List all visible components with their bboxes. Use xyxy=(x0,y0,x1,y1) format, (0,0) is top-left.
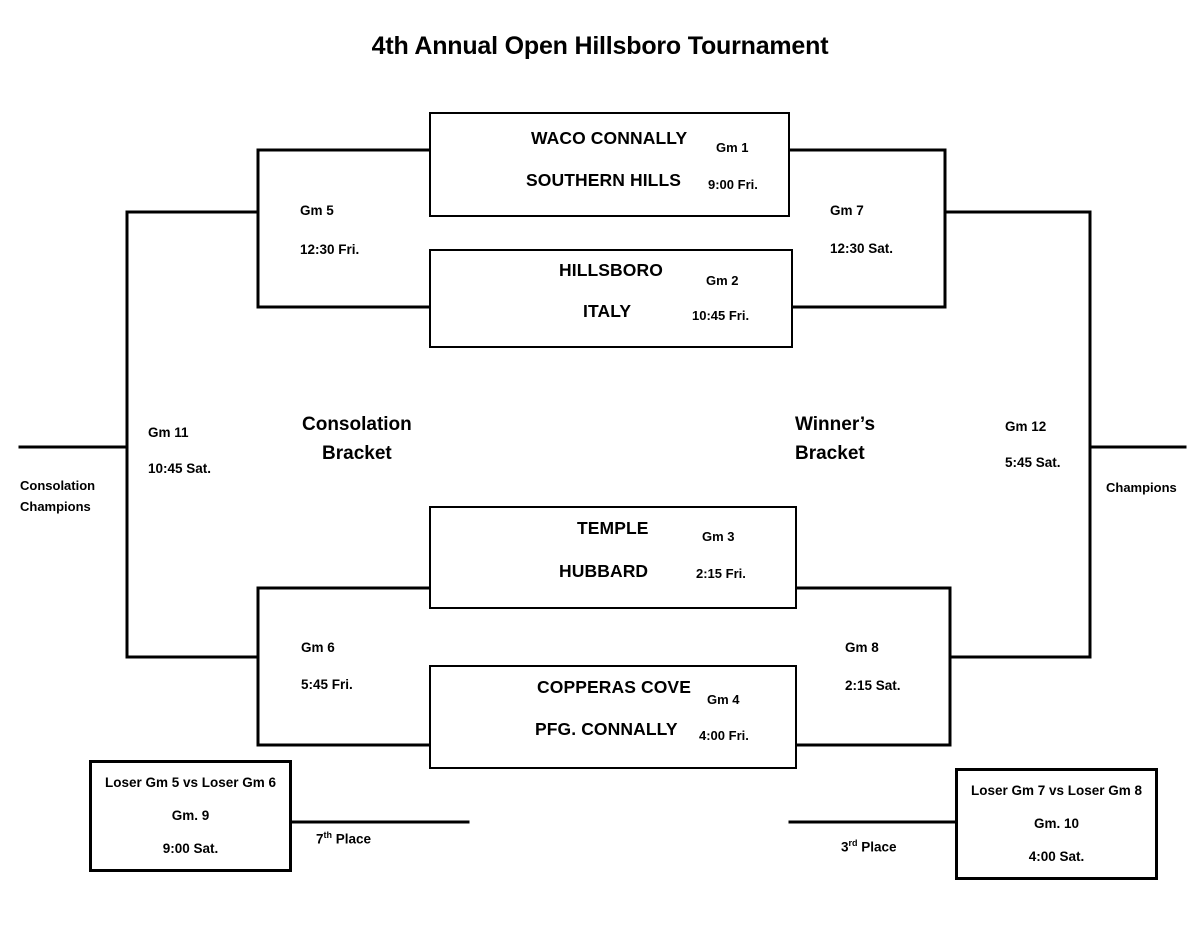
seventh-place-suffix: th xyxy=(323,830,333,840)
gm9-game-label: Gm. 9 xyxy=(171,808,210,823)
gm5-time: 12:30 Fri. xyxy=(300,242,360,257)
gm2-game-label: Gm 2 xyxy=(706,273,739,288)
gm1-time-label: 9:00 Fri. xyxy=(708,177,758,192)
winners-bracket-title-line2: Bracket xyxy=(795,443,865,465)
gm12-label: Gm 12 xyxy=(1005,419,1047,434)
gm3-game-label: Gm 3 xyxy=(702,529,735,544)
consolation-champions-line1: Consolation xyxy=(20,478,96,493)
gm6-time: 5:45 Fri. xyxy=(301,677,353,692)
seventh-place-word: Place xyxy=(335,831,372,847)
gm6-label: Gm 6 xyxy=(301,640,335,655)
game-box-gm10: Loser Gm 7 vs Loser Gm 8 Gm. 10 4:00 Sat… xyxy=(955,768,1158,880)
gm10-time-label: 4:00 Sat. xyxy=(1028,849,1085,864)
consolation-champions-label: Consolation Champions xyxy=(20,476,95,518)
seventh-place-label: 7th Place xyxy=(316,830,371,847)
gm4-game-label: Gm 4 xyxy=(707,692,740,707)
game-box-gm4: COPPERAS COVE PFG. CONNALLY Gm 4 4:00 Fr… xyxy=(429,665,797,769)
consolation-bracket-title-line1: Consolation xyxy=(302,414,412,435)
consolation-bracket-title-line2: Bracket xyxy=(322,443,392,465)
gm2-team-bottom: ITALY xyxy=(583,301,632,321)
game-box-gm9: Loser Gm 5 vs Loser Gm 6 Gm. 9 9:00 Sat. xyxy=(89,760,292,872)
third-place-label: 3rd Place xyxy=(841,838,897,855)
page-title: 4th Annual Open Hillsboro Tournament xyxy=(371,32,829,60)
consolation-champions-line2: Champions xyxy=(20,498,91,514)
consolation-bracket-title: Consolation Bracket xyxy=(302,410,412,469)
gm2-time-label: 10:45 Fri. xyxy=(692,308,750,323)
gm3-team-bottom: HUBBARD xyxy=(559,561,649,581)
gm9-matchup: Loser Gm 5 vs Loser Gm 6 xyxy=(104,775,277,790)
third-place-number: 3 xyxy=(841,839,849,855)
gm4-time-label: 4:00 Fri. xyxy=(699,728,749,743)
gm9-time-label: 9:00 Sat. xyxy=(162,841,219,856)
game-box-gm1: WACO CONNALLY SOUTHERN HILLS Gm 1 9:00 F… xyxy=(429,112,790,217)
gm2-team-top: HILLSBORO xyxy=(559,260,663,280)
gm5-label: Gm 5 xyxy=(300,203,334,218)
gm10-game-label: Gm. 10 xyxy=(1033,816,1080,831)
champions-label: Champions xyxy=(1106,480,1177,495)
third-place-suffix: rd xyxy=(848,838,858,848)
gm7-label: Gm 7 xyxy=(830,203,864,218)
gm1-team-top: WACO CONNALLY xyxy=(531,128,688,148)
game-box-gm3: TEMPLE HUBBARD Gm 3 2:15 Fri. xyxy=(429,506,797,609)
gm3-team-top: TEMPLE xyxy=(577,518,649,538)
gm4-team-bottom: PFG. CONNALLY xyxy=(535,719,678,739)
gm11-label: Gm 11 xyxy=(148,425,189,440)
gm11-time: 10:45 Sat. xyxy=(148,461,212,476)
gm4-team-top: COPPERAS COVE xyxy=(537,677,691,697)
third-place-word: Place xyxy=(861,839,897,855)
gm8-label: Gm 8 xyxy=(845,640,879,655)
seventh-place-number: 7 xyxy=(316,831,324,847)
gm7-time: 12:30 Sat. xyxy=(830,241,894,256)
gm3-time-label: 2:15 Fri. xyxy=(696,566,746,581)
gm10-matchup: Loser Gm 7 vs Loser Gm 8 xyxy=(970,783,1143,798)
gm1-team-bottom: SOUTHERN HILLS xyxy=(526,170,682,190)
game-box-gm2: HILLSBORO ITALY Gm 2 10:45 Fri. xyxy=(429,249,793,348)
gm1-game-label: Gm 1 xyxy=(716,140,749,155)
gm8-time: 2:15 Sat. xyxy=(845,678,901,693)
gm12-time: 5:45 Sat. xyxy=(1005,455,1061,470)
winners-bracket-title-line1: Winner’s xyxy=(795,414,876,435)
winners-bracket-title: Winner’s Bracket xyxy=(795,410,875,469)
